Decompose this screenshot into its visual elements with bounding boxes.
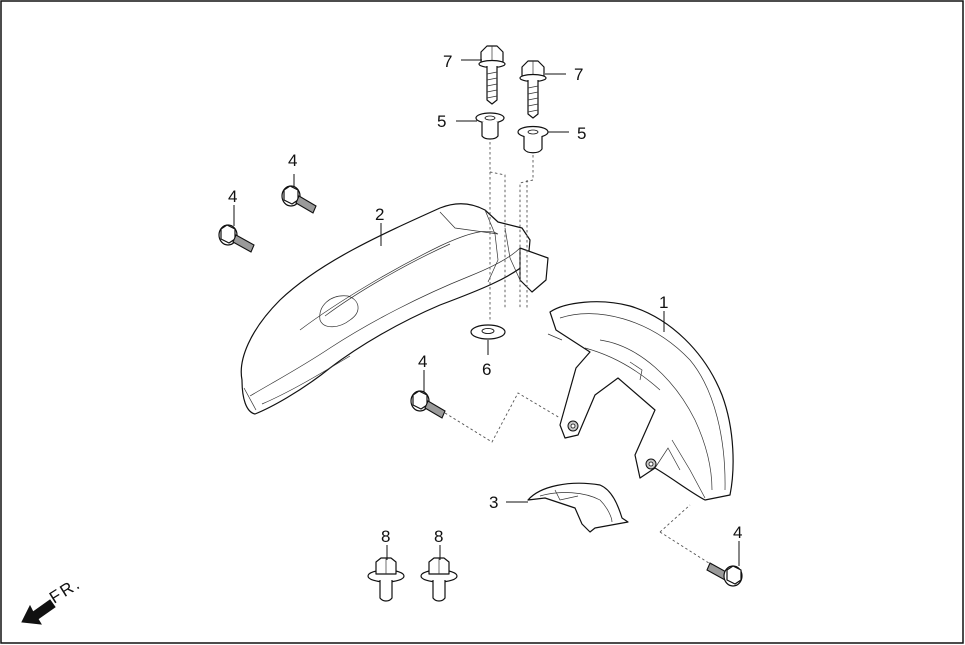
assembly-lines bbox=[444, 142, 713, 566]
callout-8-left: 8 bbox=[381, 527, 390, 546]
callout-4-right: 4 bbox=[733, 523, 742, 542]
bracket-part bbox=[527, 482, 629, 533]
leader-lines bbox=[233, 59, 740, 566]
callout-7-left: 7 bbox=[443, 52, 452, 71]
bolt-part-4-a bbox=[281, 185, 317, 214]
inner-fender-part bbox=[547, 301, 734, 501]
bolt-part-7-left bbox=[478, 45, 506, 105]
collar-part-left bbox=[475, 112, 505, 140]
callout-4-left: 4 bbox=[228, 187, 237, 206]
callout-5-right: 5 bbox=[577, 124, 586, 143]
callout-labels: 7 7 5 5 4 4 4 4 2 1 6 3 8 8 bbox=[228, 52, 742, 546]
front-direction-label: FR. bbox=[46, 574, 84, 608]
callout-5-left: 5 bbox=[437, 112, 446, 131]
front-fender-part bbox=[240, 203, 549, 415]
washer-part bbox=[470, 324, 506, 340]
callout-1: 1 bbox=[659, 293, 668, 312]
callout-4-upper: 4 bbox=[288, 151, 297, 170]
bolt-part-8-right bbox=[420, 557, 458, 602]
callout-6: 6 bbox=[482, 360, 491, 379]
callout-7-right: 7 bbox=[574, 65, 583, 84]
callout-3: 3 bbox=[489, 493, 498, 512]
callout-2: 2 bbox=[375, 205, 384, 224]
bolt-part-4-b bbox=[218, 224, 255, 253]
callout-8-right: 8 bbox=[434, 527, 443, 546]
front-direction-indicator: FR. bbox=[21, 574, 84, 625]
bolt-part-7-right bbox=[519, 60, 547, 119]
collar-part-right bbox=[517, 125, 549, 154]
bolt-part-4-d bbox=[706, 562, 743, 587]
callout-4-middle: 4 bbox=[418, 352, 427, 371]
bolt-part-8-left bbox=[367, 557, 405, 602]
front-direction-arrow-icon bbox=[21, 599, 56, 625]
bolt-part-4-c bbox=[410, 390, 446, 419]
